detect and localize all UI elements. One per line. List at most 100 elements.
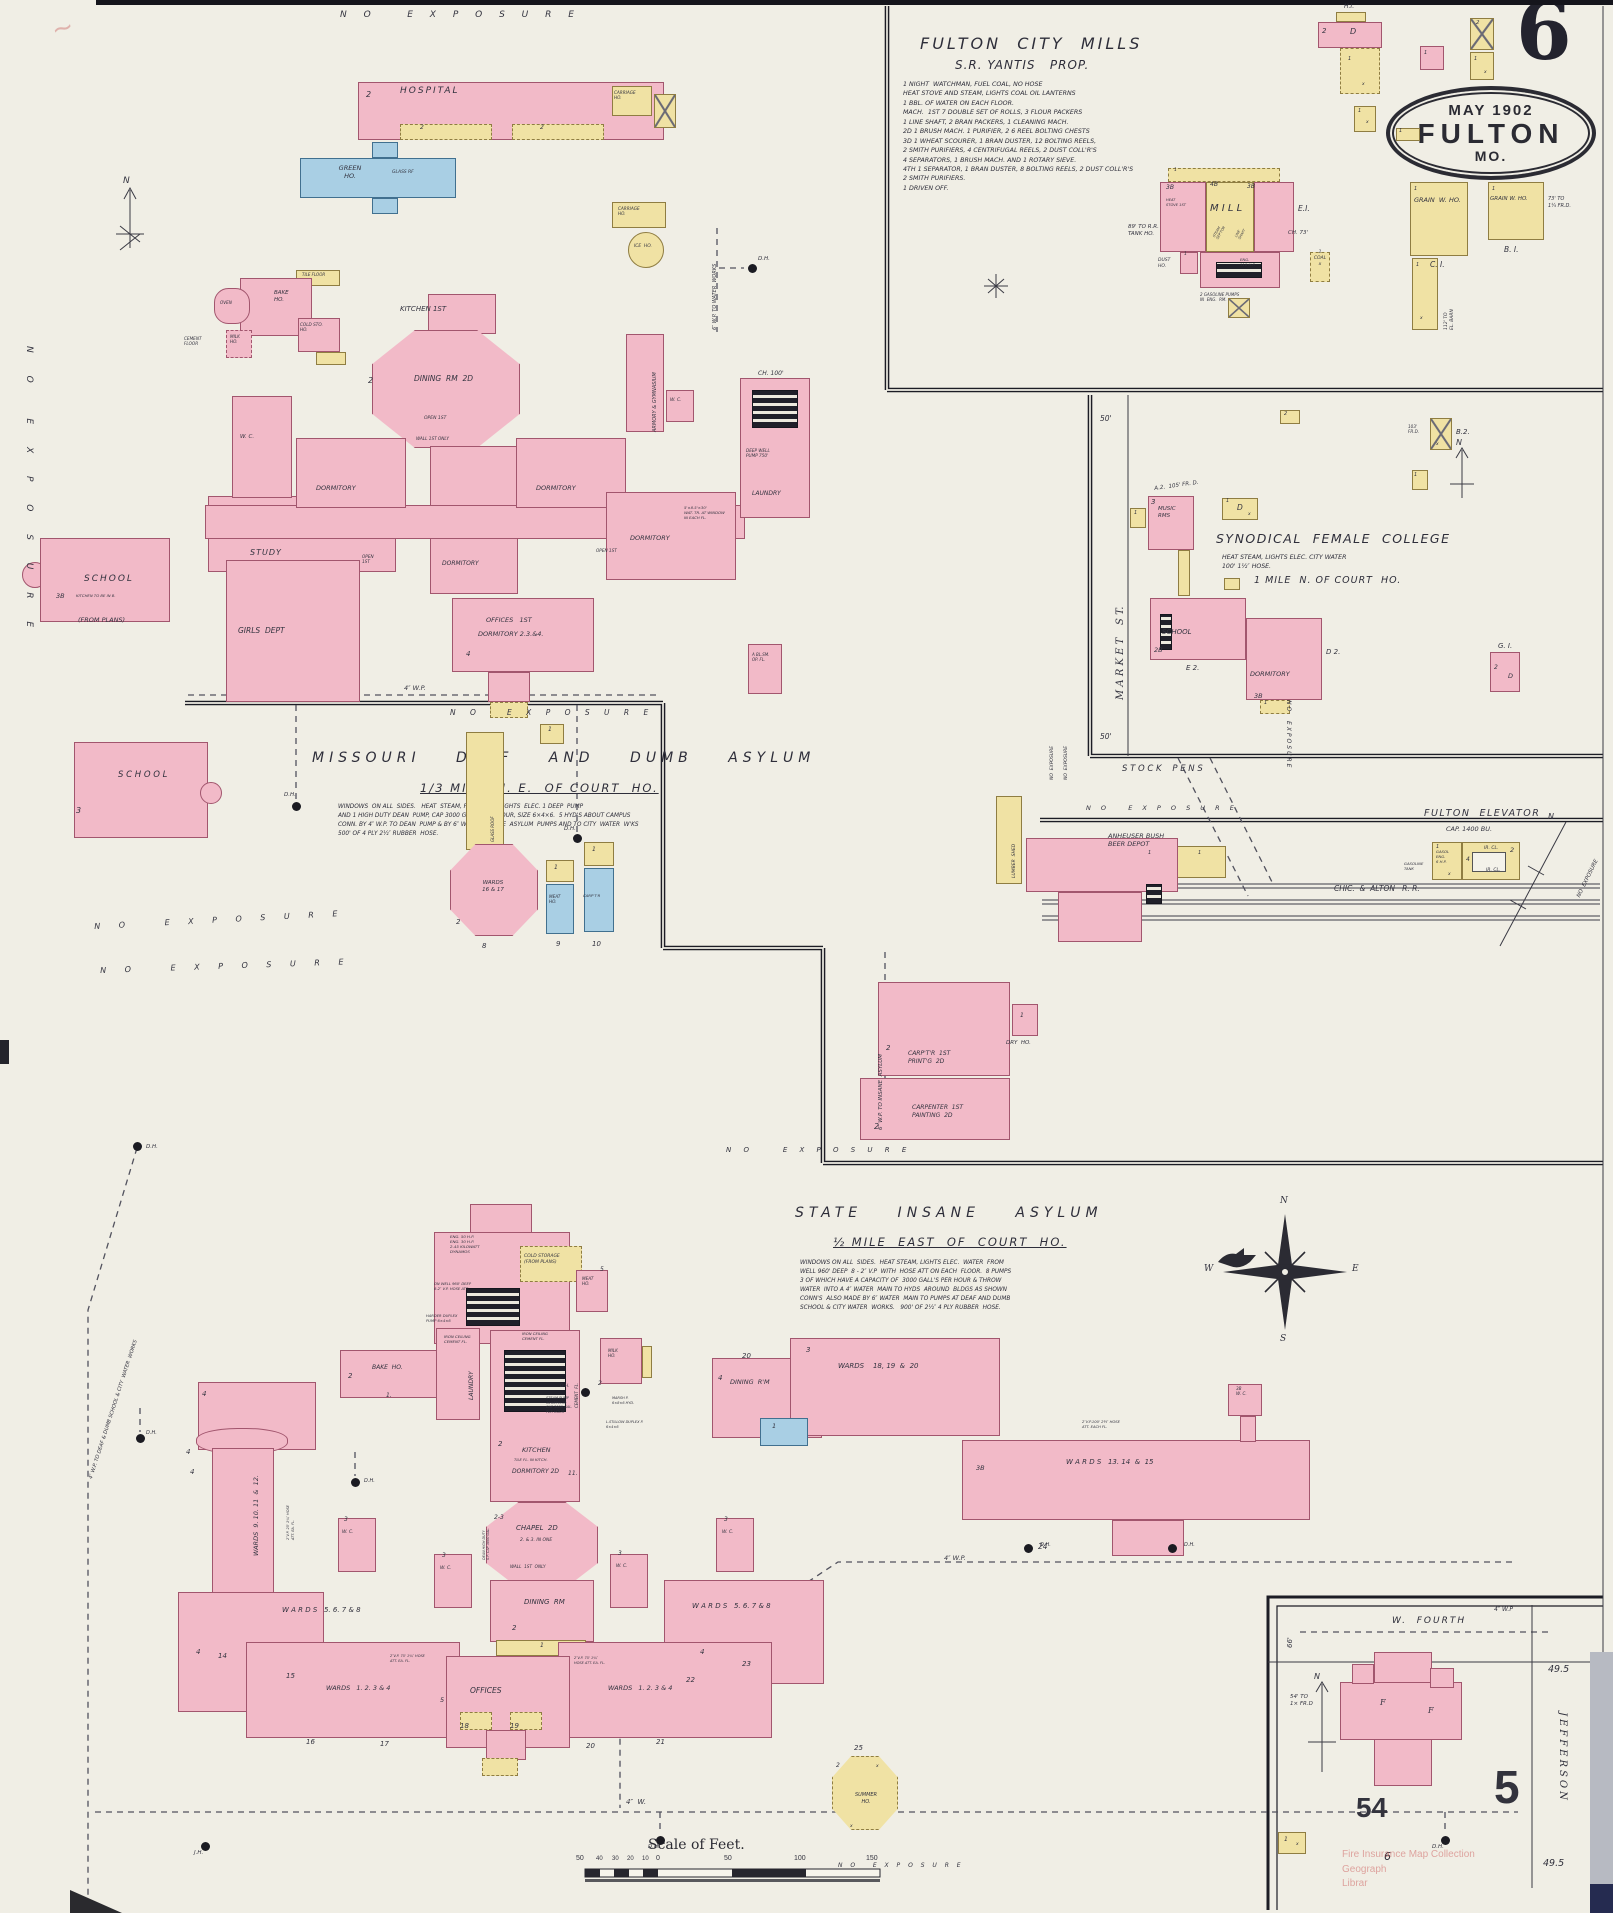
gasoline-tank-label: GASOLINE TANK <box>1404 861 1424 871</box>
yellow-1-box <box>540 724 564 744</box>
stamp-state: MO. <box>1474 148 1508 165</box>
school-main <box>40 538 170 622</box>
cement-floor-label: CEMENT FLOOR <box>184 336 202 347</box>
library-collection-stamp: Fire Insurance Map Collection Geograph L… <box>1342 1849 1475 1889</box>
hospital-porch2-storeys: 2 <box>540 124 544 131</box>
church-f-2: F <box>1428 1706 1434 1715</box>
hose-note-1: 2″V.P. 25' 1¾″ HOSE ATT. EA. FL. <box>286 1505 295 1540</box>
mark: 1 <box>1148 850 1152 856</box>
hospital-label: HOSPITAL <box>400 86 460 96</box>
wc-2-label: W. C. <box>440 1566 452 1571</box>
school-2-storeys: 3 <box>76 806 82 815</box>
inset-small-bldg <box>1278 1832 1306 1854</box>
mark: 4 <box>190 1468 195 1476</box>
compass-n-topleft: N <box>123 176 130 186</box>
date-place-stamp: MAY 1902 FULTON MO. <box>1386 86 1596 180</box>
mark: 1 <box>1424 50 1428 56</box>
kitchen-boilers <box>504 1350 566 1412</box>
open-1st-a: OPEN 1ST <box>424 416 447 421</box>
school-2-label: S C H O O L <box>118 770 168 780</box>
mill-boiler <box>1216 262 1262 278</box>
d-bldg-storeys: 2 <box>1322 27 1327 35</box>
offices-stub-y-ins <box>482 1758 518 1776</box>
num-14: 14 <box>218 1652 227 1660</box>
num-25: 25 <box>854 1744 863 1752</box>
wc-tower-dd <box>232 396 292 498</box>
carriage-house-1 <box>612 86 652 116</box>
compass-n-letter: N <box>1280 1196 1288 1206</box>
bake-house-dd-label: BAKE HO. <box>274 290 289 304</box>
carptr-printg-label: CARP'T'R 1ST PRINT'G 2D <box>908 1050 951 1065</box>
rr-label: CHIC. & ALTON R. R. <box>1334 884 1420 893</box>
mills-small-pink <box>1420 46 1444 70</box>
steam-pump-note: STEAM PUMP 10×6½×10 CAP 3000 GAL. PER HO… <box>546 1396 573 1414</box>
college-gi-bldg <box>1490 652 1520 692</box>
church-transept <box>1340 1682 1462 1740</box>
mills-notes: 1 NIGHT WATCHMAN, FUEL COAL, NO HOSE HEA… <box>903 81 1134 192</box>
engine-stub-ins <box>470 1204 532 1234</box>
oven-label: OVEN <box>220 300 232 305</box>
green-house-n <box>372 142 398 158</box>
gasol-eng-label: GASOL ENG. 6 H.P. <box>1436 849 1450 864</box>
no-exposure-v1: NO EXPOSURE <box>1050 745 1055 780</box>
num-20: 20 <box>586 1742 595 1750</box>
mark: x <box>1484 70 1487 75</box>
lot-dimension-bottom: 49.5 <box>1543 1858 1565 1869</box>
carpenter-storeys: 2 <box>874 1122 880 1131</box>
mills-title: FULTON CITY MILLS <box>920 34 1143 53</box>
cold-storage-ins-label: COLD STORAGE (FROM PLANS) <box>524 1254 560 1265</box>
girls-dept-label: GIRLS DEPT <box>238 626 285 635</box>
no-exposure-mid: N O E X P O S U R E <box>450 708 655 717</box>
mark-1a: 1 <box>554 864 558 871</box>
num-21: 21 <box>656 1738 665 1746</box>
chapel <box>486 1502 598 1588</box>
railroad-tracks <box>1042 883 1600 921</box>
fulton-elevator-label: FULTON ELEVATOR <box>1424 808 1541 819</box>
lumber-shed-label: LUMBER SHED <box>1012 843 1017 878</box>
dorm-11: 11. <box>568 1470 578 1477</box>
church-f-1: F <box>1380 1698 1386 1707</box>
el-barn-label: 112' TO EL. BARN <box>1444 309 1455 330</box>
wards-9-12-label: WARDS 9. 10. 11 & 12. <box>252 1475 260 1556</box>
church-stub-n2 <box>1430 1668 1454 1688</box>
mill-ei: E.I. <box>1298 204 1310 213</box>
tile-fl-note: TILE FL. IN KITCH. <box>514 1457 548 1462</box>
mark: 1 <box>1416 262 1420 268</box>
dining-ins-label: DINING RM <box>524 1598 565 1606</box>
mill-label: M I L L <box>1210 203 1243 214</box>
compass-e-letter: E <box>1352 1264 1359 1274</box>
wc-3-storeys: 3 <box>618 1550 622 1557</box>
num-16: 16 <box>306 1738 315 1746</box>
no-exposure-carpenter: N O E X P O S U R E <box>726 1146 912 1154</box>
dorm-college-storeys: 3B <box>1254 692 1263 700</box>
milk-house-dd-label: MILK HO. <box>230 334 240 345</box>
wards-18-20 <box>790 1338 1000 1436</box>
wp4-deaf: 4″ W.P. <box>404 684 426 692</box>
gi-label: G. I. <box>1498 642 1513 650</box>
offices-ins-label: OFFICES <box>470 1686 502 1695</box>
college-notes: HEAT STEAM, LIGHTS ELEC. CITY WATER 100'… <box>1222 554 1347 571</box>
gi-letter: D <box>1508 672 1514 680</box>
carriage-xbox <box>654 94 676 128</box>
d-bldg-letter: D <box>1350 27 1357 36</box>
hydrant-dot <box>351 1478 360 1487</box>
mark: 1 <box>1134 510 1138 516</box>
b2-dist: 103' FR.D. <box>1408 424 1420 435</box>
hydrant-dot <box>581 1388 590 1397</box>
mark-1b: 1 <box>592 846 596 853</box>
meat-house <box>546 884 574 934</box>
no-exposure-v2: NO EXPOSURE <box>1064 745 1069 780</box>
carptr-printg <box>878 982 1010 1076</box>
dormitory-d-label: DORMITORY <box>442 560 479 567</box>
mills-xbox-bottom <box>1470 52 1494 80</box>
wp6-insane-line: 6″ W.P. TO INSANE ASYLUM <box>878 1053 884 1130</box>
summer-storeys: 2 <box>836 1762 840 1769</box>
yellow1-label: 1 <box>548 726 552 733</box>
music-storeys: 3 <box>1151 498 1156 506</box>
carpenter-painting <box>860 1078 1010 1140</box>
wc-small-dd <box>666 390 694 422</box>
mills-xbox-top <box>1470 18 1494 50</box>
hydrant-dot <box>292 802 301 811</box>
dh-mid-label: D.H. <box>146 1144 158 1150</box>
hose-note-2: 2″V.P. 75' 1¾″ HOSE ATT. EA. FL. <box>390 1654 425 1663</box>
